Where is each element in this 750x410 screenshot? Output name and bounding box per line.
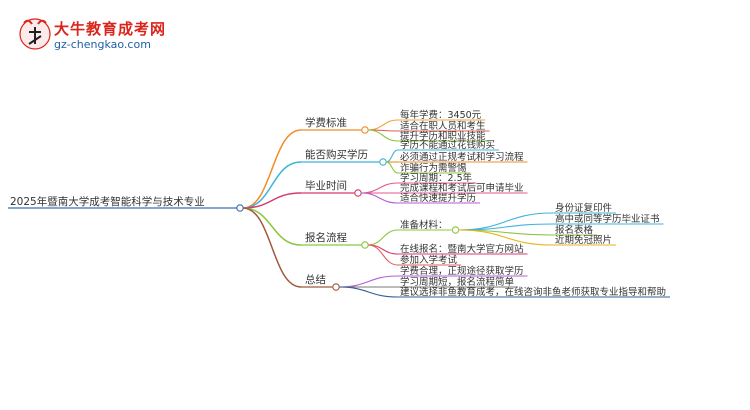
child-connector-0-2 [367, 129, 399, 142]
branch-dot-1 [379, 158, 387, 166]
child-label-4-0: 学费合理，正规途径获取学历 [400, 265, 524, 277]
child-dot-3-0 [451, 226, 460, 234]
bull-logo-icon [19, 18, 51, 50]
branch-dot-3 [361, 241, 369, 249]
grandchild-label-1: 高中或同等学历毕业证书 [555, 213, 660, 225]
child-label-0-0: 每年学费：3450元 [400, 109, 482, 121]
branch-label-4: 总结 [305, 273, 326, 286]
child-connector-3-1 [367, 244, 399, 255]
child-connector-2-0 [360, 182, 399, 194]
child-connector-3-0 [367, 229, 399, 246]
child-connector-3-2 [367, 244, 399, 266]
branch-dot-4 [332, 283, 340, 291]
branch-dot-2 [354, 189, 362, 197]
grandchild-label-2: 报名表格 [555, 224, 594, 236]
child-label-2-2: 适合快速提升学历 [400, 192, 476, 204]
child-label-0-1: 适合在职人员和考生 [400, 120, 486, 132]
child-label-2-1: 完成课程和考试后可申请毕业 [400, 182, 524, 194]
root-connector-dot [236, 204, 244, 212]
branch-connector-0 [242, 129, 302, 209]
child-label-1-0: 学历不能通过花钱购买 [400, 139, 495, 151]
child-label-1-1: 必须通过正规考试和学习流程 [400, 151, 524, 163]
branch-connector-3 [242, 207, 302, 246]
child-connector-0-0 [367, 119, 399, 131]
child-connector-2-2 [360, 192, 399, 204]
branch-label-3: 报名流程 [305, 231, 347, 244]
branch-label-0: 学费标准 [305, 116, 347, 129]
child-label-3-0: 准备材料： [400, 219, 448, 231]
root-node-label: 2025年暨南大学成考智能科学与技术专业 [10, 195, 205, 208]
child-connector-4-2 [338, 286, 399, 298]
branch-label-1: 能否购买学历 [305, 148, 368, 161]
grandchild-label-0: 身份证复印件 [555, 202, 613, 214]
child-connector-4-0 [338, 275, 399, 288]
child-label-4-2: 建议选择非鱼教育成考，在线咨询非鱼老师获取专业指导和帮助 [400, 286, 666, 298]
grandchild-label-3: 近期免冠照片 [555, 234, 612, 246]
child-label-0-2: 提升学历和职业技能 [400, 130, 486, 142]
child-label-3-2: 参加入学考试 [400, 254, 458, 266]
branch-dot-0 [361, 126, 369, 134]
branch-connector-2 [242, 192, 302, 209]
logo-url: gz-chengkao.com [54, 38, 151, 51]
branch-label-2: 毕业时间 [305, 179, 347, 192]
branch-connector-4 [242, 207, 302, 288]
child-label-3-1: 在线报名：暨南大学官方网站 [400, 243, 524, 255]
child-connector-1-2 [385, 161, 399, 174]
child-label-2-0: 学习周期：2.5年 [400, 172, 473, 184]
child-connector-1-0 [385, 149, 399, 163]
logo-title: 大牛教育成考网 [54, 20, 167, 38]
grandchild-connector-3 [458, 229, 554, 246]
child-label-4-1: 学习周期短，报名流程简单 [400, 276, 515, 288]
site-logo[interactable]: 大牛教育成考网 gz-chengkao.com [18, 14, 188, 54]
child-label-1-2: 诈骗行为需警惕 [400, 162, 467, 174]
branch-connector-1 [242, 161, 302, 209]
